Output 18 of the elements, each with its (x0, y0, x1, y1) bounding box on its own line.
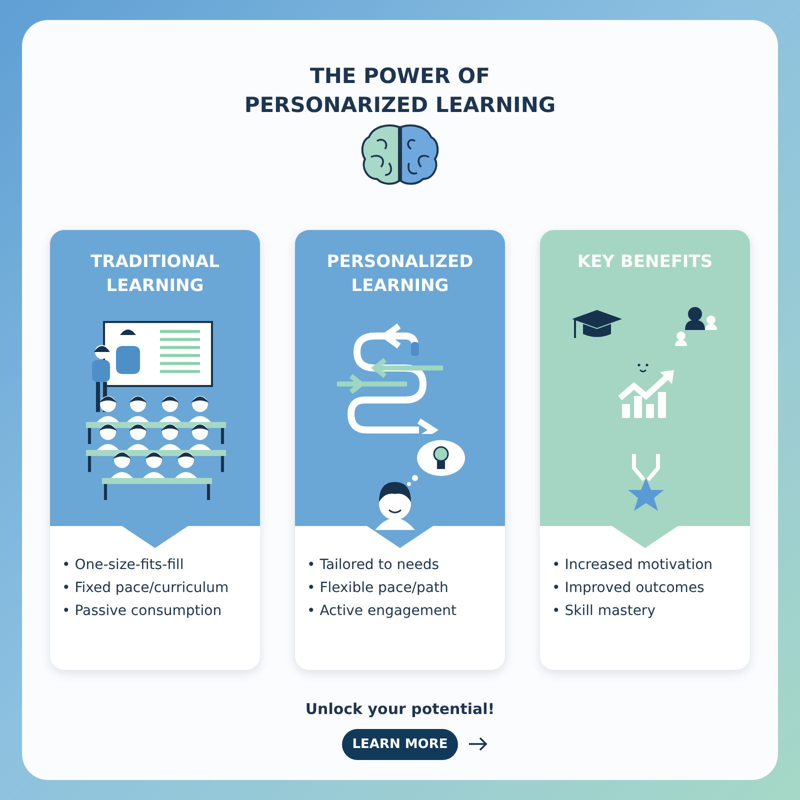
info-card (295, 230, 505, 670)
bullet-text: • Improved outcomes (552, 579, 706, 598)
info-card (50, 230, 260, 670)
bullet-text: • Skill mastery (552, 602, 656, 621)
card-heading: TRADITIONAL LEARNING (90, 251, 220, 298)
call-to-action-text: Unlock your potential! (304, 700, 496, 718)
bullet-text: • Increased motivation (552, 556, 714, 575)
card-heading: KEY BENEFITS (576, 251, 714, 274)
info-card (540, 230, 750, 670)
bullet-text: • Active engagement (307, 602, 458, 621)
title: THE POWER OF PERSONARIZED LEARNING (243, 63, 557, 119)
bullet-text: • One-size-fits-fill (62, 556, 185, 575)
bullet-text: • Fixed pace/curriculum (62, 579, 230, 598)
card-heading: PERSONALIZED LEARNING (326, 251, 474, 298)
bullet-text: • Passive consumption (62, 602, 223, 621)
bullet-text: • Flexible pace/path (307, 579, 450, 598)
learn-more-button: LEARN MORE (342, 729, 458, 760)
bullet-text: • Tailored to needs (307, 556, 440, 575)
